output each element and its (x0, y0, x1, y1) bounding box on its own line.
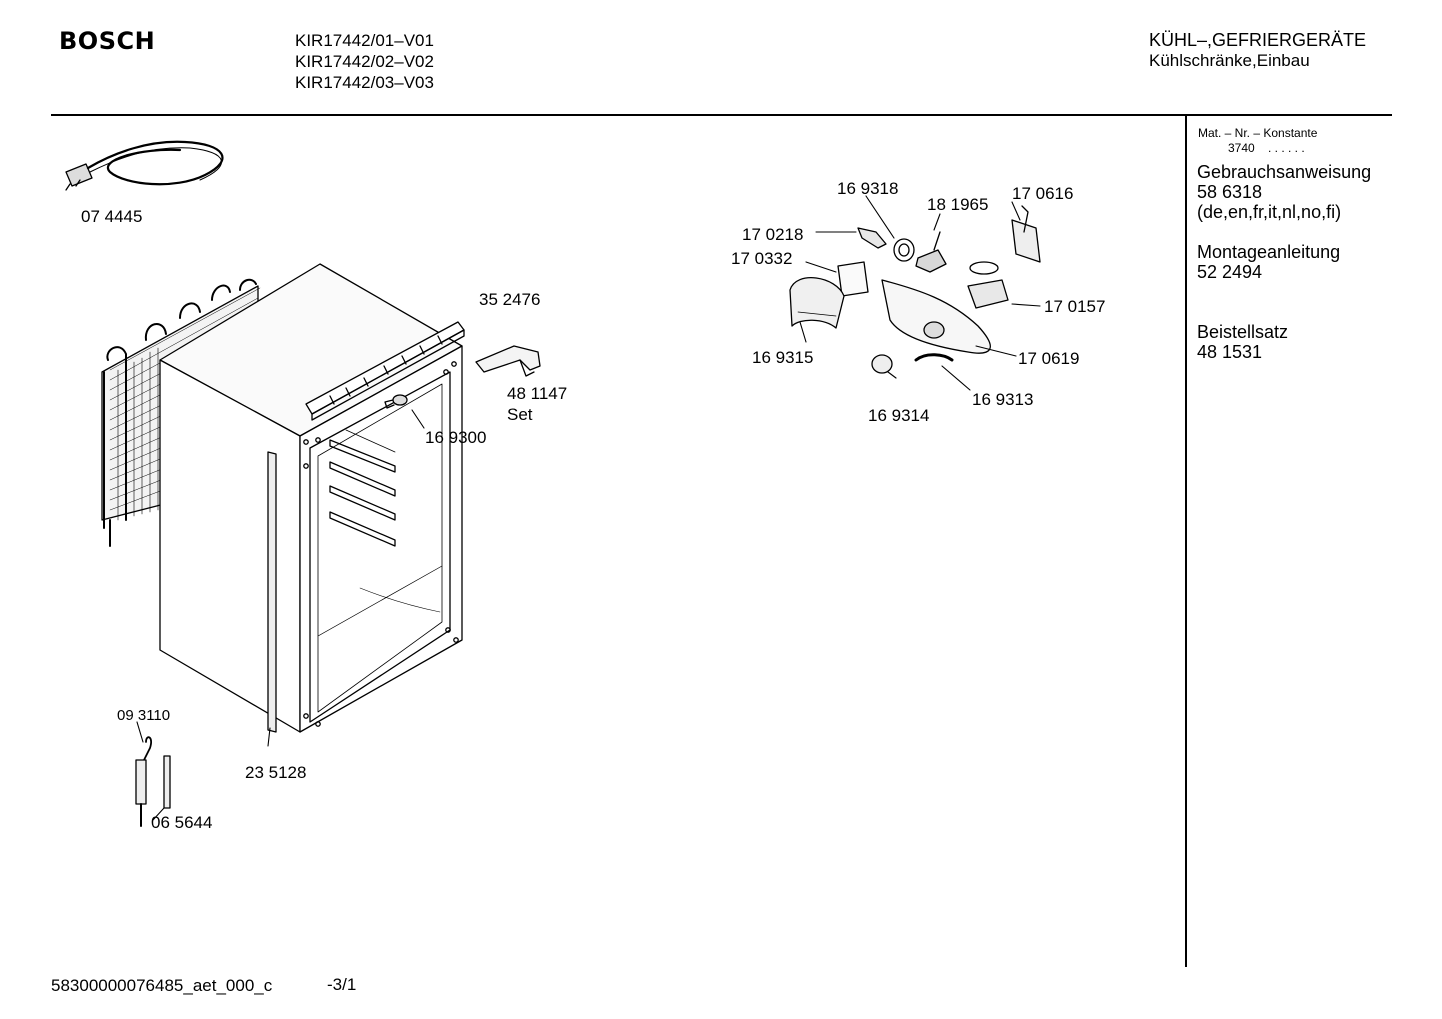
page-number: -3/1 (327, 975, 357, 994)
part-label: 06 5644 (151, 813, 213, 832)
part-label: 17 0218 (742, 225, 804, 244)
sensor-drawing (135, 736, 171, 827)
part-label: Set (507, 405, 533, 424)
part-label: 17 0332 (731, 249, 793, 268)
power-cord-drawing (65, 140, 224, 191)
model-number: KIR17442/03–V03 (295, 73, 434, 92)
part-label: 16 9314 (868, 406, 930, 425)
door-strip-drawing (267, 451, 277, 733)
part-label: 18 1965 (927, 195, 989, 214)
subcategory-title: Kühlschränke,Einbau (1149, 51, 1310, 70)
top-rail-drawing (305, 321, 465, 421)
doc-number: 58 6318 (1197, 182, 1263, 202)
doc-number: 52 2494 (1197, 262, 1263, 282)
model-number: KIR17442/02–V02 (295, 52, 434, 71)
material-number-value: 3740 (1228, 141, 1255, 155)
part-label: 35 2476 (479, 290, 541, 309)
model-number: KIR17442/01–V01 (295, 31, 434, 50)
lamp-assembly-drawing (789, 205, 1041, 374)
part-label: 17 0619 (1018, 349, 1080, 368)
doc-title: Gebrauchsanweisung (1197, 162, 1372, 182)
part-label: 48 1147 (507, 384, 568, 403)
part-label: 16 9315 (752, 348, 814, 367)
sidebar-divider (1185, 116, 1187, 967)
part-label: 17 0616 (1012, 184, 1074, 203)
leader-lines (136, 195, 1041, 821)
part-label: 09 3110 (117, 707, 171, 724)
part-label: 16 9300 (425, 428, 487, 447)
category-title: KÜHL–,GEFRIERGERÄTE (1149, 30, 1367, 50)
part-label: 17 0157 (1044, 297, 1106, 316)
knob-drawing (384, 394, 408, 409)
header-divider (51, 114, 1392, 116)
part-label: 23 5128 (245, 763, 307, 782)
cabinet-drawing (159, 263, 463, 733)
doc-title: Beistellsatz (1197, 322, 1289, 342)
material-number-dots: . . . . . . (1268, 141, 1305, 155)
part-label: 07 4445 (81, 207, 143, 226)
doc-title: Montageanleitung (1197, 242, 1341, 262)
bracket-drawing (475, 345, 541, 377)
material-number-label: Mat. – Nr. – Konstante (1198, 126, 1318, 140)
part-label: 16 9318 (837, 179, 899, 198)
document-id: 58300000076485_aet_000_c (51, 976, 273, 995)
doc-number: 48 1531 (1197, 342, 1263, 362)
part-label: 16 9313 (972, 390, 1034, 409)
doc-languages: (de,en,fr,it,nl,no,fi) (1197, 202, 1342, 222)
brand-logo: BOSCH (59, 27, 156, 55)
